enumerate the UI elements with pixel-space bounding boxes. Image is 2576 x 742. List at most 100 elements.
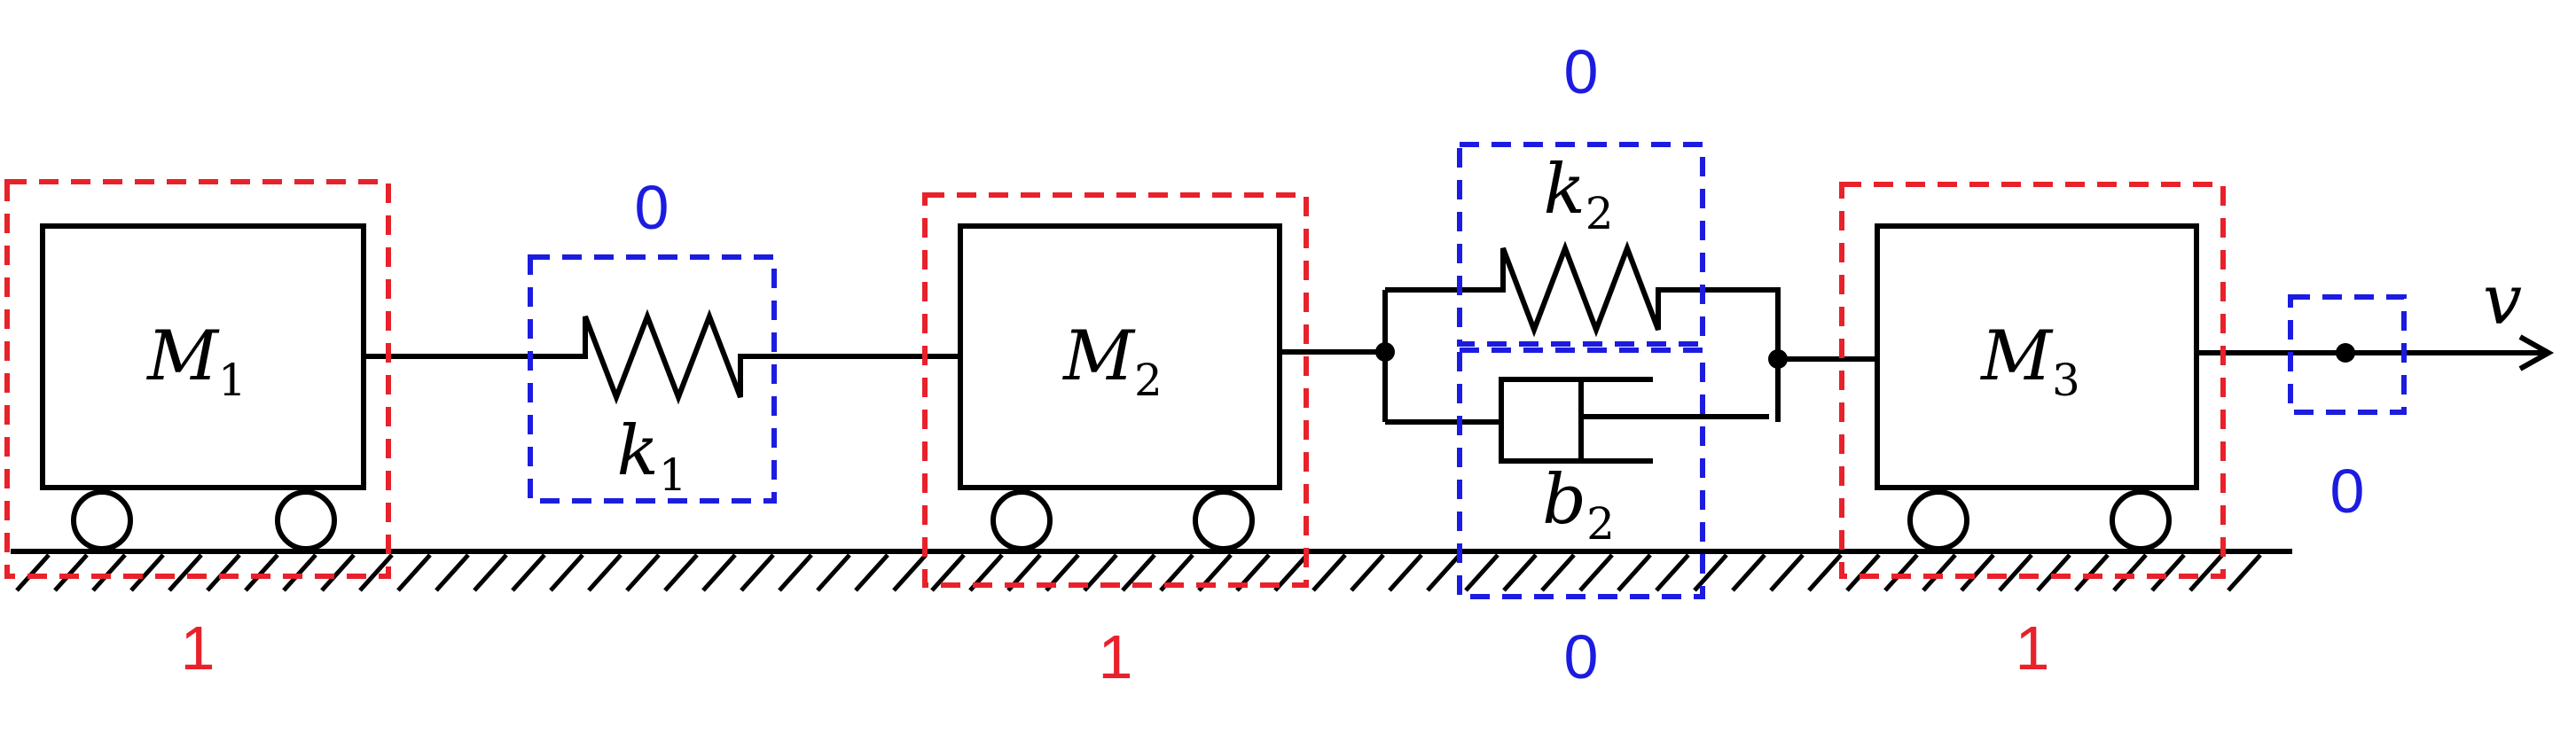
ground-hatch-mark [396,553,432,592]
ground-hatch-mark [53,553,89,592]
ground-hatch-mark [15,553,51,592]
ground-hatch-mark [1426,553,1461,592]
mass-2-tag: 1 [1099,622,1133,691]
spring-k1-coil [364,309,960,405]
ground-hatch-mark [1998,553,2033,592]
ground-hatch-mark [740,553,775,592]
ground-hatch-mark [930,553,966,592]
ground-hatch-mark [206,553,241,592]
ground-hatch-mark [1655,553,1690,592]
mass-3-body [1875,223,2199,490]
ground-hatch-mark [1617,553,1652,592]
ground-hatch-mark [2150,553,2186,592]
ground-hatch-mark [1273,553,1309,592]
velocity-label: v [2483,261,2522,340]
ground-hatch-mark [244,553,279,592]
ground-hatch-mark [1464,553,1499,592]
damper-b2-tag: 0 [1564,622,1599,691]
mass-groupings [4,179,2226,588]
mass-1-tag: 1 [181,613,215,683]
mass-1: M1 [40,223,366,551]
damper-b2-label: b2 [1542,460,1615,550]
mass-2-wheel-left [990,489,1053,551]
mass-3-label: M3 [1979,316,2080,406]
ground-hatch-mark [1311,553,1347,592]
spring-k2-dashed-box [1457,142,1705,347]
spring-k1-label: k1 [616,411,686,501]
spring-k2-tag: 0 [1564,37,1599,106]
ground-hatch-mark [1807,553,1843,592]
ground-hatch-mark [91,553,127,592]
ground-hatch-mark [2188,553,2224,592]
mass-1-dashed-box [4,179,391,579]
ground-hatch-mark [129,553,165,592]
ground-hatch-mark [2036,553,2071,592]
tags: 1 1 1 0 0 0 0 [181,37,2365,691]
ground-hatch-mark [1845,553,1881,592]
velocity-arrow-head [2518,334,2555,371]
mass-2: M2 [958,223,1282,551]
spring-damper-k2-b2: k2 b2 [1280,150,1877,550]
ground-hatch-mark [435,553,470,592]
ground-hatch-mark [1083,553,1118,592]
element-groupings [528,142,2407,599]
ground-hatch-mark [358,553,394,592]
ground-hatch-mark [816,553,851,592]
ground-hatch-mark [892,553,928,592]
mass-1-wheel-right [275,489,337,551]
ground-hatch-mark [625,553,661,592]
mass-1-wheel-left [71,489,133,551]
ground-hatch-mark [282,553,317,592]
mass-3: M3 [1875,223,2199,551]
ground-hatch-mark [663,553,699,592]
ground-hatch-mark [1693,553,1728,592]
ground-hatch-mark [1388,553,1423,592]
ground [11,549,2292,592]
velocity-dashed-box [2288,294,2407,415]
velocity-source: v [2196,261,2555,371]
mass-3-dashed-box [1839,182,2226,579]
spring-k1-tag: 0 [635,173,669,242]
ground-hatch-mark [1121,553,1156,592]
ground-hatch-mark [1883,553,1919,592]
spring-k1-dashed-box [528,254,777,504]
ground-hatch-mark [854,553,889,592]
ground-hatch-mark [1922,553,1957,592]
damper-cylinder [1499,377,1653,464]
mass-1-label: M1 [145,316,247,406]
mass-3-wheel-left [1907,489,1969,551]
ground-hatch-mark [778,553,813,592]
mass-2-label: M2 [1061,316,1163,406]
ground-hatch-mark [1769,553,1805,592]
spring-k1: k1 [364,309,960,501]
ground-hatch-mark [2074,553,2110,592]
ground-hatch-mark [1502,553,1538,592]
ground-hatch-mark [1731,553,1766,592]
ground-hatch-mark [1578,553,1614,592]
ground-hatch-mark [701,553,737,592]
mass-2-wheel-right [1193,489,1255,551]
ground-hatch-mark [2227,553,2262,592]
ground-hatch-mark [473,553,508,592]
ground-hatch-mark [549,553,584,592]
ground-hatching [15,553,2262,592]
spring-k2-coil [1385,240,1781,359]
ground-hatch-mark [511,553,546,592]
ground-hatch-mark [587,553,622,592]
ground-hatch-mark [2112,553,2148,592]
ground-hatch-mark [168,553,203,592]
ground-hatch-mark [1960,553,1995,592]
mass-2-dashed-box [922,192,1309,588]
damper-b2-dashed-box [1457,348,1705,599]
ground-hatch-mark [1350,553,1385,592]
mass-3-tag: 1 [2016,613,2050,683]
mass-2-body [958,223,1282,490]
velocity-node [2336,343,2355,363]
velocity-tag: 0 [2330,457,2365,526]
ground-hatch-mark [1540,553,1576,592]
ground-hatch-mark [320,553,356,592]
spring-k2-label: k2 [1543,150,1613,239]
mass-3-wheel-right [2110,489,2172,551]
